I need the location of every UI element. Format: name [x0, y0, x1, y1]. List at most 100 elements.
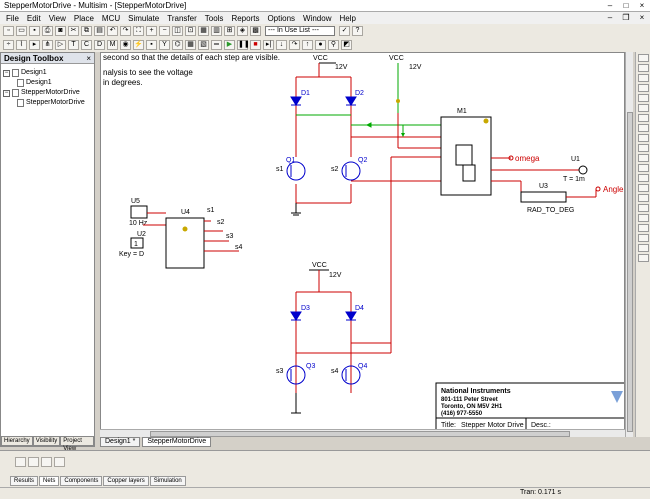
maximize-button[interactable]: □: [623, 0, 629, 10]
close-icon[interactable]: ×: [86, 54, 91, 63]
postprocessor-icon[interactable]: ▥: [211, 26, 222, 36]
doc-minimize-button[interactable]: –: [607, 13, 613, 22]
minimize-button[interactable]: –: [607, 0, 613, 10]
horizontal-scrollbar[interactable]: [100, 429, 625, 437]
tab-project-view[interactable]: Project View: [60, 436, 94, 452]
labview-instrument-icon[interactable]: [638, 234, 649, 242]
tab-nets[interactable]: Nets: [39, 476, 60, 486]
tab-components[interactable]: Components: [60, 476, 103, 486]
vertical-scrollbar[interactable]: [625, 52, 633, 437]
menu-mcu[interactable]: MCU: [101, 13, 121, 23]
vertical-scroll-thumb[interactable]: [627, 112, 633, 432]
run-icon[interactable]: ▶: [224, 40, 235, 50]
logic-analyzer-icon[interactable]: [638, 144, 649, 152]
print-icon[interactable]: ⎙: [42, 26, 53, 36]
transistor-q1[interactable]: Q1 s1: [276, 157, 306, 181]
tree-item-steppermotordrive[interactable]: −StepperMotorDrive: [3, 88, 92, 98]
tab-simulation[interactable]: Simulation: [149, 476, 186, 486]
u1-component[interactable]: U1 T = 1m: [491, 156, 588, 183]
tab-copper-layers[interactable]: Copper layers: [103, 476, 149, 486]
power-icon[interactable]: ⚡: [133, 40, 144, 50]
grapher-icon[interactable]: ▦: [198, 26, 209, 36]
fullscreen-icon[interactable]: ⛶: [133, 26, 144, 36]
basic-icon[interactable]: ⌇: [16, 40, 27, 50]
indicator-icon[interactable]: ◉: [120, 40, 131, 50]
sheet-tool-icon[interactable]: [15, 457, 26, 467]
wattmeter-icon[interactable]: [638, 74, 649, 82]
close-button[interactable]: ×: [639, 0, 645, 10]
menu-tools[interactable]: Tools: [204, 13, 224, 23]
tree-item-design1-sheet[interactable]: Design1: [3, 78, 92, 88]
rf-icon[interactable]: Y: [159, 40, 170, 50]
diode-d4[interactable]: D4: [345, 305, 364, 321]
analog-icon[interactable]: ▷: [55, 40, 66, 50]
u3-rad-to-deg[interactable]: U3 RAD_TO_DEG Angle: [491, 180, 624, 214]
copy-icon[interactable]: ⧉: [81, 26, 92, 36]
sheet-tool-icon[interactable]: [41, 457, 52, 467]
current-probe-icon[interactable]: [638, 254, 649, 262]
probe-icon[interactable]: [483, 118, 489, 124]
mixed-icon[interactable]: M: [107, 40, 118, 50]
agilent-multimeter-icon[interactable]: [638, 204, 649, 212]
probe-icon[interactable]: [182, 226, 188, 232]
pause-icon[interactable]: ❚❚: [237, 40, 250, 50]
transistor-q4[interactable]: Q4 s4: [331, 363, 367, 385]
zoom-out-icon[interactable]: −: [159, 26, 170, 36]
database-icon[interactable]: ⊞: [224, 26, 235, 36]
print-preview-icon[interactable]: ◙: [55, 26, 66, 36]
u4-controller[interactable]: U4 s1 s2 s3 s4: [165, 207, 243, 269]
zoom-fit-icon[interactable]: ⊡: [185, 26, 196, 36]
zoom-in-icon[interactable]: +: [146, 26, 157, 36]
bus-icon[interactable]: ═: [211, 40, 222, 50]
new-icon[interactable]: ▫: [3, 26, 14, 36]
tektronix-oscilloscope-icon[interactable]: [638, 224, 649, 232]
undo-icon[interactable]: ↶: [107, 26, 118, 36]
hierarchical-icon[interactable]: ▧: [198, 40, 209, 50]
tab-visibility[interactable]: Visibility: [32, 436, 61, 446]
frequency-counter-icon[interactable]: [638, 114, 649, 122]
agilent-oscilloscope-icon[interactable]: [638, 214, 649, 222]
transistor-icon[interactable]: ⋔: [42, 40, 53, 50]
doc-restore-button[interactable]: ❐: [622, 13, 630, 22]
menu-window[interactable]: Window: [303, 13, 332, 23]
in-use-list-dropdown[interactable]: --- In Use List ---: [265, 26, 335, 36]
sheet-tool-icon[interactable]: [54, 457, 65, 467]
sheet-tool-icon[interactable]: [28, 457, 39, 467]
probe-icon[interactable]: ⚲: [328, 40, 339, 50]
component-wizard-icon[interactable]: ◈: [237, 26, 248, 36]
u2-key-source[interactable]: 1 U2 Key = D: [119, 224, 166, 258]
expand-icon[interactable]: −: [3, 89, 10, 97]
multimeter-icon[interactable]: [638, 54, 649, 62]
zoom-area-icon[interactable]: ◫: [172, 26, 183, 36]
tab-design1[interactable]: Design1 *: [100, 437, 141, 447]
schematic-canvas[interactable]: second so that the details of each step …: [100, 52, 625, 437]
iv-analyzer-icon[interactable]: [638, 154, 649, 162]
menu-edit[interactable]: Edit: [26, 13, 41, 23]
save-icon[interactable]: ▪: [29, 26, 40, 36]
diode-d1[interactable]: D1: [290, 90, 310, 106]
tree-item-design1[interactable]: −Design1: [3, 68, 92, 78]
doc-close-button[interactable]: ×: [639, 13, 645, 22]
source-icon[interactable]: ÷: [3, 40, 14, 50]
breakpoint-icon[interactable]: ●: [315, 40, 326, 50]
menu-reports[interactable]: Reports: [231, 13, 260, 23]
stop-icon[interactable]: ■: [250, 40, 261, 50]
analysis-icon[interactable]: ◩: [341, 40, 352, 50]
four-channel-oscilloscope-icon[interactable]: [638, 94, 649, 102]
cut-icon[interactable]: ✂: [68, 26, 79, 36]
distortion-analyzer-icon[interactable]: [638, 164, 649, 172]
bode-plotter-icon[interactable]: [638, 104, 649, 112]
tab-steppermotordrive[interactable]: StepperMotorDrive: [142, 437, 212, 447]
network-analyzer-icon[interactable]: [638, 184, 649, 192]
spectrum-analyzer-icon[interactable]: [638, 174, 649, 182]
logic-converter-icon[interactable]: [638, 134, 649, 142]
mcu-icon[interactable]: ▦: [185, 40, 196, 50]
transistor-q2[interactable]: Q2 s2: [331, 157, 367, 181]
menu-place[interactable]: Place: [73, 13, 94, 23]
diode-d2[interactable]: D2: [345, 90, 364, 106]
help-icon[interactable]: ?: [352, 26, 363, 36]
word-generator-icon[interactable]: [638, 124, 649, 132]
breadboard-icon[interactable]: ▩: [250, 26, 261, 36]
paste-icon[interactable]: ▤: [94, 26, 105, 36]
misc-digital-icon[interactable]: D: [94, 40, 105, 50]
